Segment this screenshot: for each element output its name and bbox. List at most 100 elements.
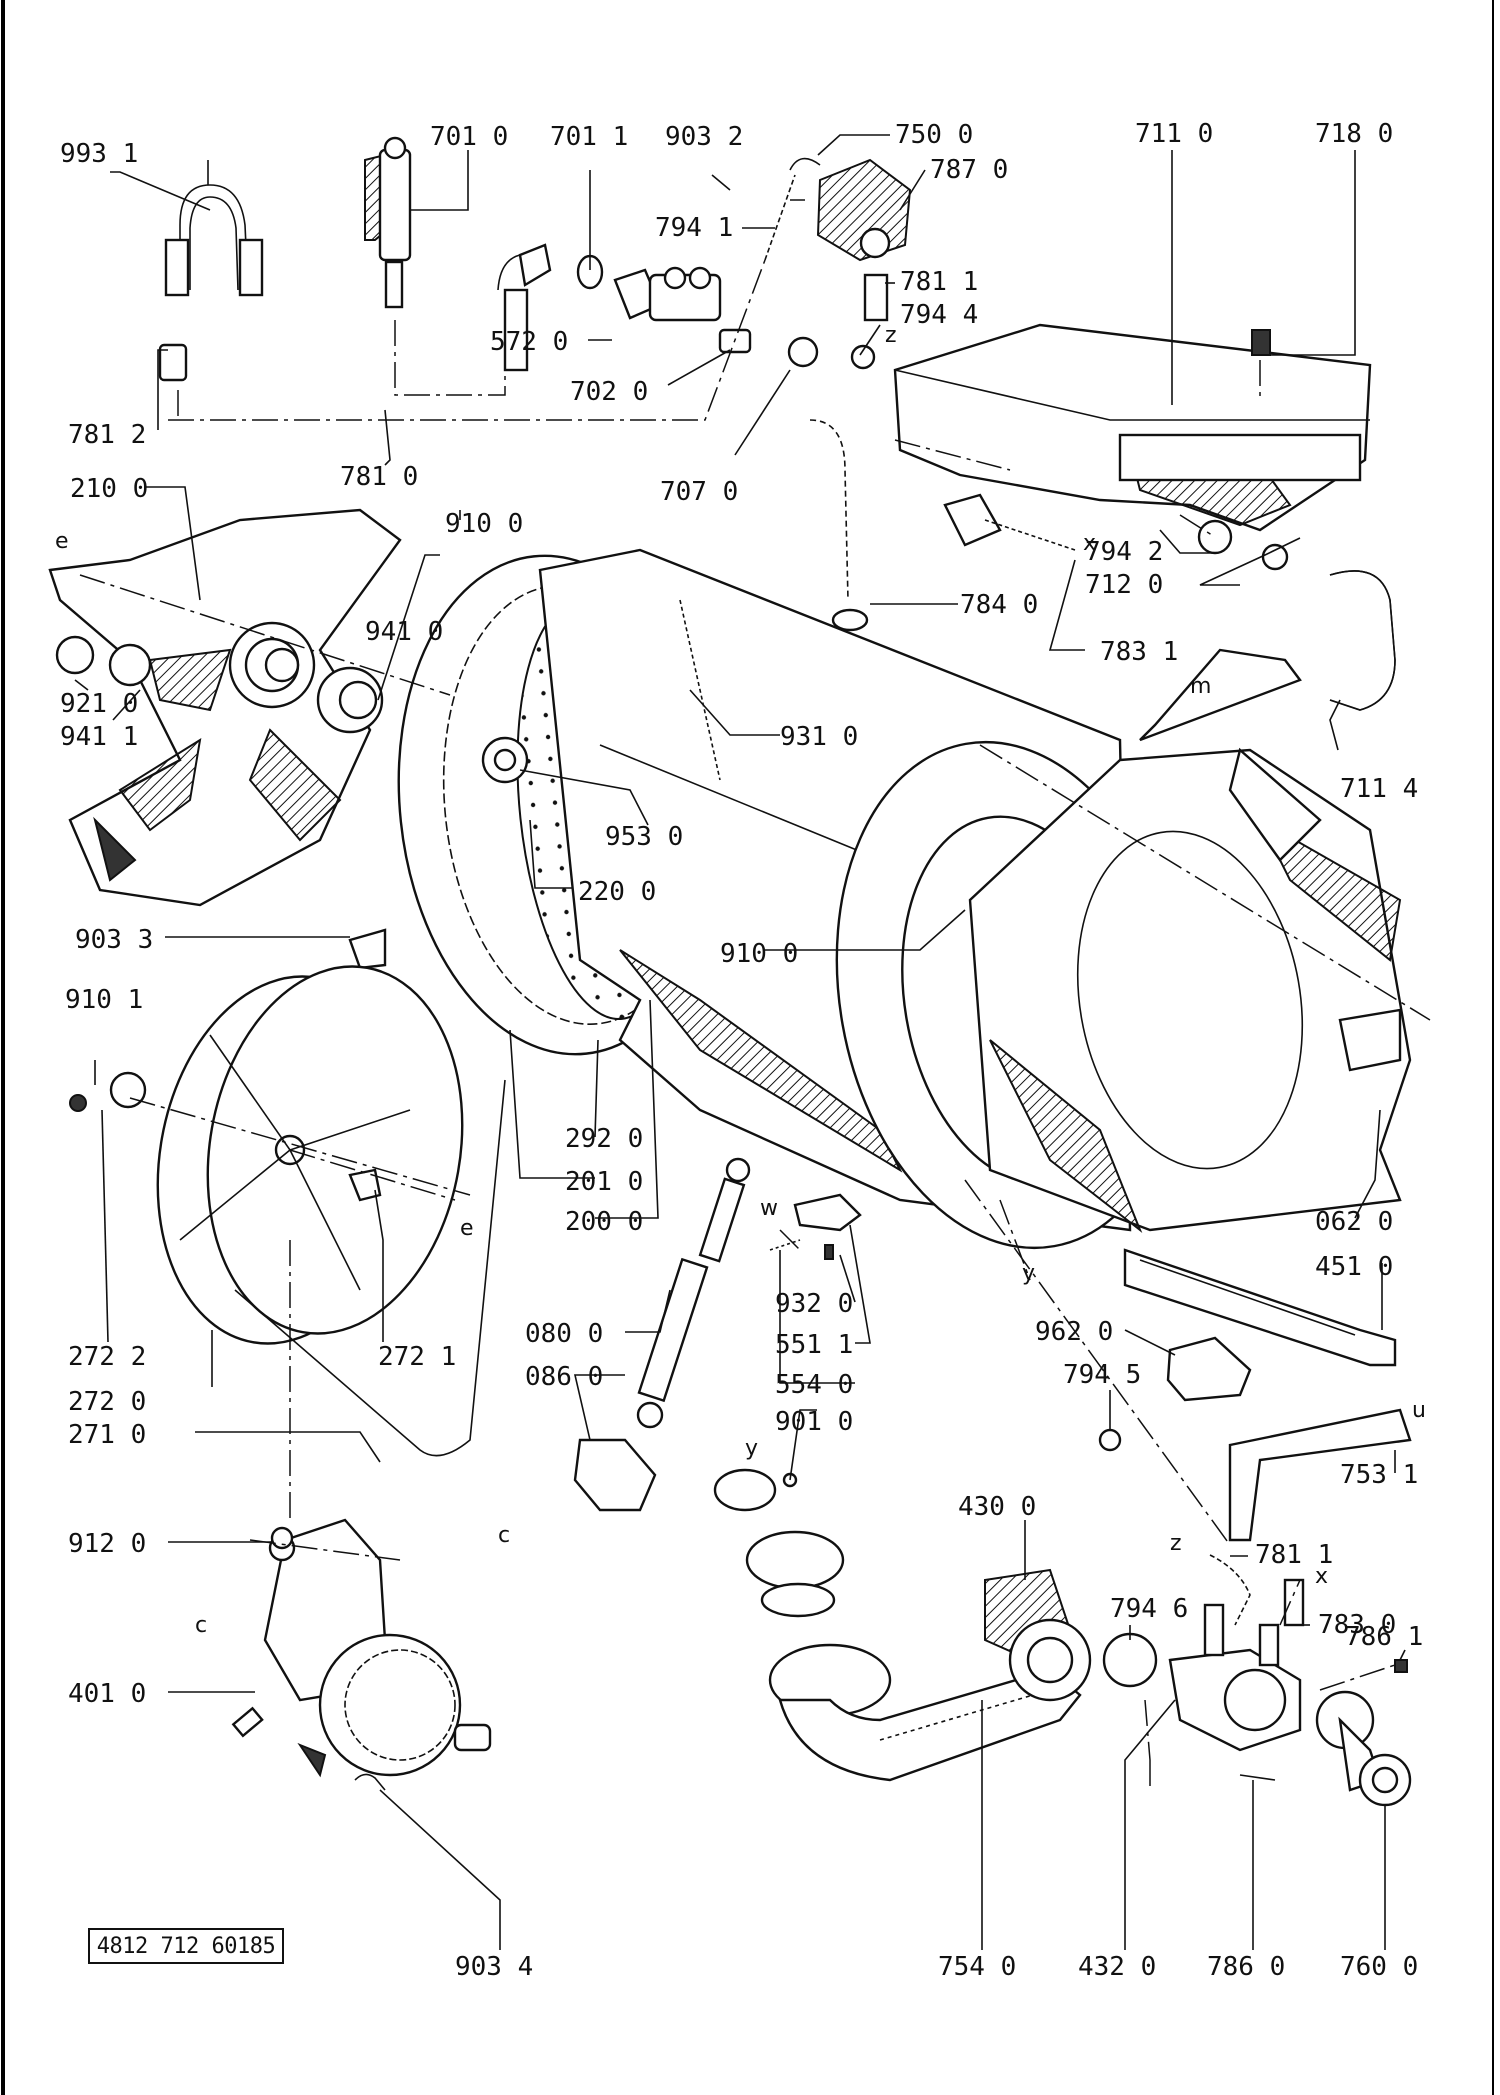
callout-941-0: 941 0 — [365, 617, 443, 647]
callout-903-2: 903 2 — [665, 122, 743, 152]
hose-clamp-993-1 — [158, 160, 264, 382]
callout-903-4: 903 4 — [455, 1952, 533, 1982]
washer-272-2 — [109, 1071, 147, 1109]
callout-430-0: 430 0 — [958, 1492, 1036, 1522]
callout-572-0: 572 0 — [490, 327, 568, 357]
part-783-0 — [1283, 1578, 1305, 1627]
letter-x-bottom: x — [1315, 1564, 1328, 1589]
pump-430-0 — [984, 1568, 1092, 1702]
callout-200-0: 200 0 — [565, 1207, 643, 1237]
oring-794-6 — [1102, 1632, 1158, 1688]
nut-794-5 — [1098, 1428, 1122, 1452]
callout-781-1-top: 781 1 — [900, 267, 978, 297]
callout-794-5: 794 5 — [1063, 1360, 1141, 1390]
callout-711-0: 711 0 — [1135, 119, 1213, 149]
callout-062-0: 062 0 — [1315, 1207, 1393, 1237]
callout-910-1: 910 1 — [65, 985, 143, 1015]
callout-903-3: 903 3 — [75, 925, 153, 955]
callout-781-2: 781 2 — [68, 420, 146, 450]
callout-794-2: 794 2 — [1085, 537, 1163, 567]
filter-760-0 — [1315, 1690, 1412, 1807]
callout-932-0: 932 0 — [775, 1289, 853, 1319]
letter-u: u — [1412, 1398, 1426, 1423]
callout-781-1-bottom: 781 1 — [1255, 1540, 1333, 1570]
callout-554-0: 554 0 — [775, 1370, 853, 1400]
callout-953-0: 953 0 — [605, 822, 683, 852]
bracket-753-1 — [1228, 1408, 1412, 1542]
letter-c-belt: c — [498, 1523, 510, 1548]
document-number: 4812 712 60185 — [88, 1928, 284, 1964]
clip-718-0 — [1251, 329, 1271, 356]
callout-910-0-top: 910 0 — [445, 509, 523, 539]
callout-272-0: 272 0 — [68, 1387, 146, 1417]
letter-z-top: z — [885, 323, 897, 348]
callout-labels: 993 1 701 0 701 1 903 2 750 0 787 0 711 … — [60, 119, 1423, 1982]
callout-272-1: 272 1 — [378, 1342, 456, 1372]
part-707-0 — [787, 336, 819, 368]
letter-y-right: y — [1022, 1261, 1035, 1286]
part-551-1 — [793, 1193, 862, 1232]
pump-housing-432-0 — [1168, 1603, 1302, 1752]
callout-962-0: 962 0 — [1035, 1317, 1113, 1347]
letter-e-pulley: e — [460, 1216, 474, 1241]
pulley-272-0 — [156, 965, 464, 1345]
detergent-inlet-750-0 — [764, 157, 912, 322]
callout-080-0: 080 0 — [525, 1319, 603, 1349]
callout-794-6: 794 6 — [1110, 1594, 1188, 1624]
letter-z-bottom: z — [1170, 1531, 1182, 1556]
callout-912-0: 912 0 — [68, 1529, 146, 1559]
callout-401-0: 401 0 — [68, 1679, 146, 1709]
sump-hose-754-0 — [713, 1468, 1082, 1782]
front-ring-062-0 — [968, 747, 1412, 1234]
letter-y-sump: y — [745, 1436, 758, 1461]
reference-letters: e x m e y w c y u z z c x — [55, 323, 1426, 1638]
valve-701-0 — [364, 136, 412, 309]
hose-781-1 — [1209, 1554, 1251, 1626]
callout-794-4: 794 4 — [900, 300, 978, 330]
letter-x-top: x — [1083, 531, 1096, 556]
shock-absorber-080-0 — [636, 1157, 751, 1429]
letter-w: w — [760, 1196, 778, 1221]
axis-lines — [79, 259, 1431, 1790]
callout-220-0: 220 0 — [578, 877, 656, 907]
callout-701-0: 701 0 — [430, 122, 508, 152]
belt-271-0 — [234, 1079, 506, 1457]
heater-451-0 — [1123, 1248, 1397, 1367]
spring-931-0 — [679, 599, 721, 781]
callout-760-0: 760 0 — [1340, 1952, 1418, 1982]
callout-702-0: 702 0 — [570, 377, 648, 407]
drain-hose-711-4 — [1139, 570, 1396, 742]
callout-272-2: 272 2 — [68, 1342, 146, 1372]
callout-551-1: 551 1 — [775, 1330, 853, 1360]
callout-271-0: 271 0 — [68, 1420, 146, 1450]
callout-701-1: 701 1 — [550, 122, 628, 152]
callout-783-1: 783 1 — [1100, 637, 1178, 667]
callout-451-0: 451 0 — [1315, 1252, 1393, 1282]
callout-781-0: 781 0 — [340, 462, 418, 492]
callout-993-1: 993 1 — [60, 139, 138, 169]
letter-c-motor: c — [195, 1613, 207, 1638]
callout-941-1: 941 1 — [60, 722, 138, 752]
inlet-valve-572-0 — [497, 243, 752, 372]
callout-292-0: 292 0 — [565, 1124, 643, 1154]
pin-786-0 — [1239, 1774, 1276, 1781]
callout-921-0: 921 0 — [60, 689, 138, 719]
nut-953-0-inner — [493, 748, 517, 772]
callout-707-0: 707 0 — [660, 477, 738, 507]
callout-753-1: 753 1 — [1340, 1460, 1418, 1490]
pin-786-1 — [1394, 1659, 1408, 1673]
spring-hose-783-1 — [943, 493, 1289, 571]
callout-931-0: 931 0 — [780, 722, 858, 752]
motor-401-0 — [231, 1518, 492, 1778]
letter-e-top: e — [55, 529, 69, 554]
bracket-086-0 — [573, 1438, 657, 1512]
bearing-941-1 — [108, 643, 152, 687]
parts — [48, 136, 1412, 1807]
callout-712-0: 712 0 — [1085, 570, 1163, 600]
clip-903-3 — [348, 928, 387, 970]
callout-787-0: 787 0 — [930, 155, 1008, 185]
callout-901-0: 901 0 — [775, 1407, 853, 1437]
screw-910-1 — [69, 1094, 87, 1112]
callout-754-0: 754 0 — [938, 1952, 1016, 1982]
